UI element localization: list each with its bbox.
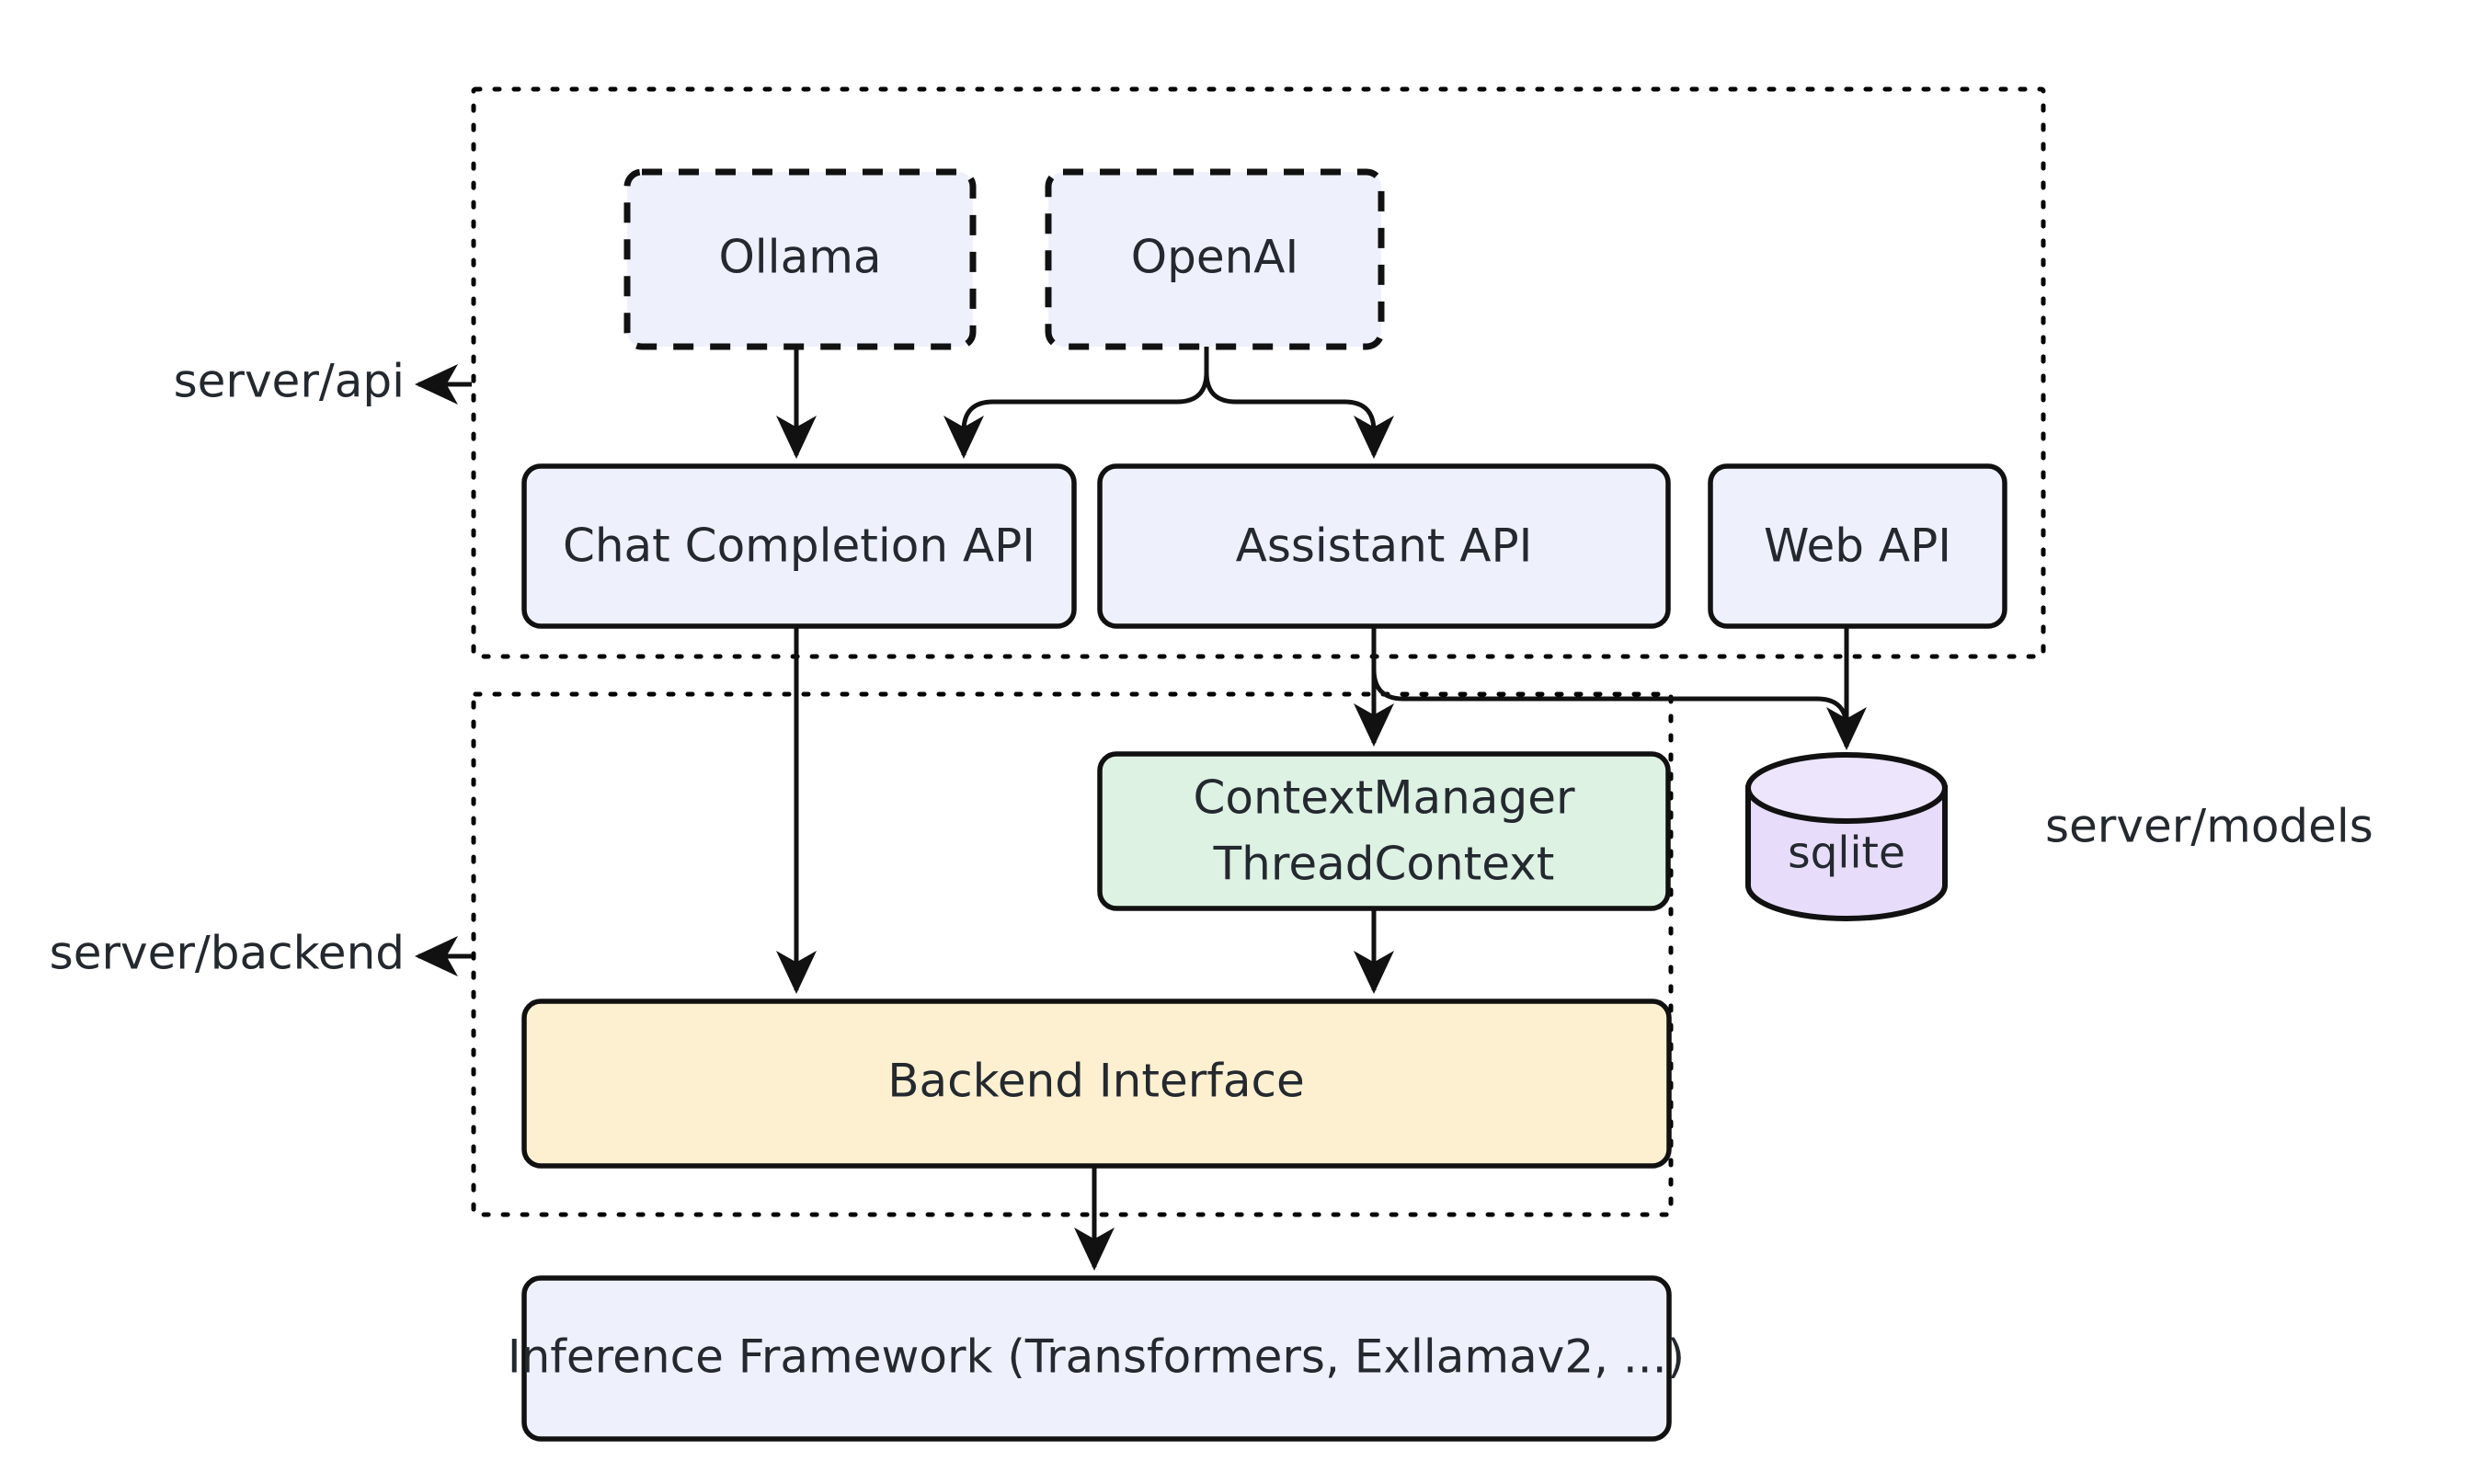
node-openai-box[interactable] bbox=[1045, 168, 1385, 350]
node-chat-completion-api[interactable]: Chat Completion API bbox=[521, 463, 1077, 629]
edge-openai-to-assistant-api bbox=[1204, 347, 1394, 460]
node-sqlite-cylinder-body[interactable] bbox=[1745, 785, 1948, 921]
node-assistant-api-box[interactable] bbox=[1097, 463, 1671, 629]
edge-openai-to-chat-api bbox=[943, 347, 1209, 460]
cluster-label-server-backend-group: server/backend bbox=[50, 927, 472, 980]
node-openai-label: OpenAI bbox=[1131, 231, 1299, 284]
node-backend-interface-box[interactable] bbox=[521, 999, 1672, 1169]
node-backend-interface[interactable]: Backend Interface bbox=[521, 999, 1672, 1169]
node-context-manager-box[interactable] bbox=[1097, 751, 1671, 911]
node-inference-framework-label: Inference Framework (Transformers, Exlla… bbox=[508, 1330, 1685, 1384]
node-web-api-label: Web API bbox=[1764, 519, 1951, 573]
cluster-server-backend bbox=[471, 691, 1674, 1217]
node-assistant-api[interactable]: Assistant API bbox=[1097, 463, 1671, 629]
node-assistant-api-label: Assistant API bbox=[1236, 519, 1533, 573]
cluster-label-server-api: server/api bbox=[174, 355, 405, 408]
node-sqlite-label: sqlite bbox=[1788, 828, 1905, 879]
node-sqlite[interactable]: sqlite bbox=[1745, 752, 1948, 921]
node-web-api[interactable]: Web API bbox=[1708, 463, 2007, 629]
node-chat-completion-api-box[interactable] bbox=[521, 463, 1077, 629]
node-openai[interactable]: OpenAI bbox=[1045, 168, 1385, 350]
cluster-label-server-api-group: server/api bbox=[174, 355, 472, 408]
node-inference-framework-box[interactable] bbox=[521, 1275, 1672, 1442]
external-label-server-models: server/models bbox=[2045, 800, 2373, 853]
node-ollama-label: Ollama bbox=[718, 231, 881, 284]
node-ollama-box[interactable] bbox=[623, 168, 977, 350]
node-inference-framework[interactable]: Inference Framework (Transformers, Exlla… bbox=[508, 1275, 1685, 1442]
node-context-manager[interactable]: ContextManager ThreadContext bbox=[1097, 751, 1671, 911]
cluster-server-api bbox=[471, 86, 2046, 659]
node-chat-completion-api-label: Chat Completion API bbox=[563, 519, 1035, 573]
node-context-manager-label-line2: ThreadContext bbox=[1213, 838, 1555, 891]
cluster-label-server-backend: server/backend bbox=[50, 927, 405, 980]
node-backend-interface-label: Backend Interface bbox=[887, 1055, 1305, 1108]
edge-assistant-api-to-sqlite bbox=[1371, 626, 1849, 736]
node-context-manager-label-line1: ContextManager bbox=[1193, 771, 1574, 825]
node-sqlite-cylinder-top bbox=[1745, 752, 1948, 824]
node-web-api-box[interactable] bbox=[1708, 463, 2007, 629]
node-ollama[interactable]: Ollama bbox=[623, 168, 977, 350]
